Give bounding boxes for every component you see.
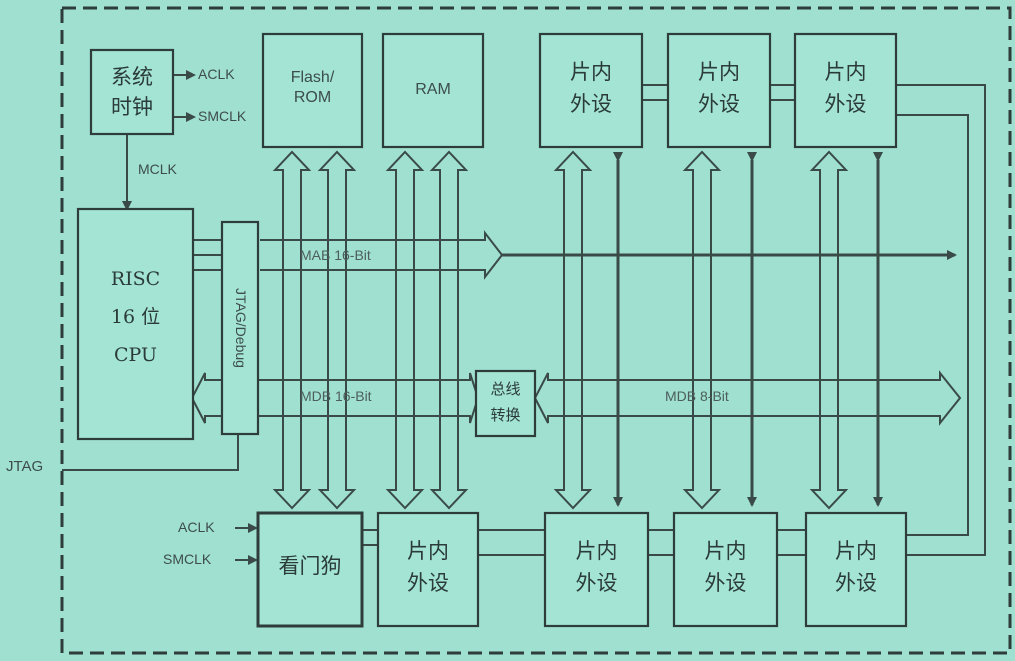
peripheral-top-1 — [538, 32, 644, 149]
peripheral-line1: 片内 — [704, 539, 747, 563]
chip-boundary — [60, 6, 1012, 655]
jtag-label: JTAG — [6, 458, 44, 475]
cpu-line3: CPU — [113, 344, 157, 366]
peripheral-top-3-label: 片内 外设 — [795, 56, 896, 120]
jtag-line — [62, 430, 239, 471]
smclk-top-label: SMCLK — [198, 108, 247, 124]
clock-arrows — [122, 70, 258, 565]
peripheral-line1: 片内 — [407, 539, 449, 563]
bus-converter-line1: 总线 — [490, 380, 521, 398]
peripheral-top-2 — [666, 32, 772, 149]
bus-converter-line2: 转换 — [490, 406, 521, 424]
peripheral-links-top — [642, 84, 986, 556]
peripheral-line1: 片内 — [570, 60, 612, 84]
aclk-bottom-label: ACLK — [178, 519, 215, 535]
peripheral-top-1-label: 片内 外设 — [540, 56, 642, 120]
cpu-block — [76, 207, 195, 441]
peripheral-bottom-1 — [376, 511, 480, 628]
peripheral-bottom-4 — [804, 511, 908, 628]
peripheral-line2: 外设 — [704, 571, 747, 595]
address-lines — [613, 152, 883, 507]
peripheral-line2: 外设 — [824, 92, 867, 116]
vertical-bus-arrows — [272, 150, 849, 510]
peripheral-line1: 片内 — [835, 539, 877, 563]
ram-block — [381, 32, 485, 149]
peripheral-bottom-3-label: 片内 外设 — [674, 535, 777, 599]
smclk-bottom-label: SMCLK — [163, 551, 212, 567]
peripheral-line1: 片内 — [824, 60, 867, 84]
peripheral-bottom-1-label: 片内 外设 — [378, 535, 478, 599]
peripheral-line1: 片内 — [575, 539, 618, 563]
ram-label: RAM — [415, 81, 451, 98]
peripheral-top-3 — [793, 32, 898, 149]
watchdog-block — [256, 511, 364, 628]
flash-rom-label: Flash/ ROM — [263, 68, 362, 108]
peripheral-top-2-label: 片内 外设 — [668, 56, 770, 120]
mab-label: MAB 16-Bit — [300, 247, 371, 263]
peripheral-line2: 外设 — [698, 92, 740, 116]
jtag-debug-block — [220, 220, 260, 436]
peripheral-bottom-3 — [672, 511, 779, 628]
watchdog-label: 看门狗 — [278, 554, 342, 578]
peripheral-bottom-2-label: 片内 外设 — [545, 535, 648, 599]
mdb16-bus — [190, 372, 480, 424]
system-clock-block — [89, 48, 175, 136]
bus-converter-block — [474, 369, 537, 438]
peripheral-line1: 片内 — [698, 60, 740, 84]
cpu-line1: RISC — [110, 268, 161, 290]
cpu-label: RISC 16 位 CPU — [78, 260, 193, 374]
cpu-debug-links — [193, 239, 222, 271]
mdb8-bus — [533, 370, 962, 426]
jtag-debug-label: JTAG/Debug — [232, 288, 249, 368]
mab-bus — [260, 230, 504, 280]
mdb16-label: MDB 16-Bit — [300, 388, 372, 404]
system-clock-label: 系统 时钟 — [91, 62, 173, 122]
peripheral-links-bottom — [362, 529, 806, 556]
flash-rom-block — [261, 32, 364, 149]
peripheral-line2: 外设 — [575, 571, 618, 595]
system-clock-line2: 时钟 — [111, 95, 153, 119]
peripheral-line2: 外设 — [407, 571, 449, 595]
peripheral-line2: 外设 — [570, 92, 612, 116]
cpu-line2: 16 位 — [110, 306, 161, 328]
peripheral-bottom-4-label: 片内 外设 — [806, 535, 906, 599]
peripheral-bottom-2 — [543, 511, 650, 628]
flash-rom-line1: Flash/ — [290, 69, 335, 86]
mdb8-label: MDB 8-Bit — [665, 388, 729, 404]
mclk-label: MCLK — [138, 161, 177, 177]
peripheral-line2: 外设 — [835, 571, 877, 595]
bus-converter-label: 总线 转换 — [476, 376, 535, 428]
aclk-top-label: ACLK — [198, 66, 235, 82]
system-clock-line1: 系统 — [111, 65, 153, 89]
flash-rom-line2: ROM — [293, 89, 332, 106]
